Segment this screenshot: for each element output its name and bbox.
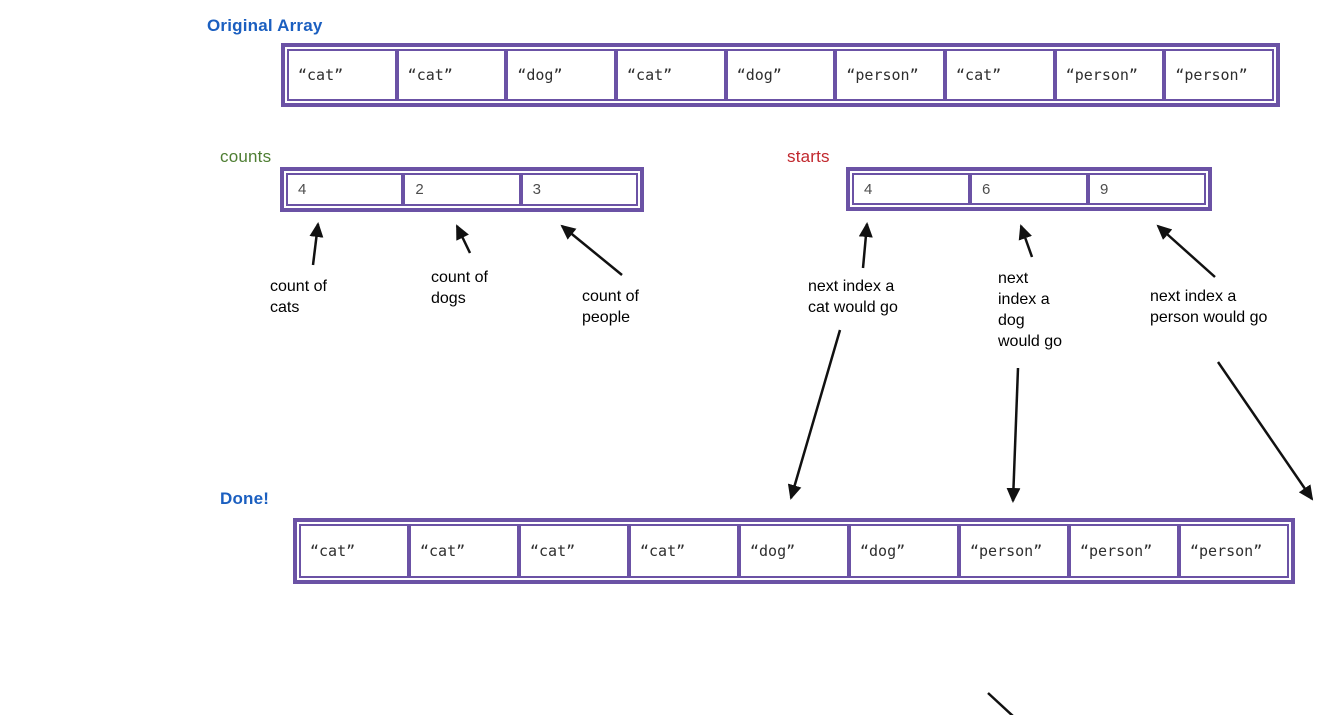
annotation-count-of-dogs: count of dogs [431,269,488,307]
cell-text: “person” [1175,66,1248,84]
cell-text: “cat” [407,66,453,84]
arrow-count-dogs [455,224,472,254]
cell-value: 2 [415,181,424,198]
cell-value: 3 [532,181,541,198]
arrow-start-cat [858,222,873,269]
done-array: “cat” “cat” “cat” “cat” “dog” “dog” “per… [293,518,1295,584]
arrow-cat-to-done [787,329,842,500]
starts-array: 4 6 9 [846,167,1212,211]
annotation-next-index-dog: next index a dog would go [998,270,1063,350]
starts-array-cell: 9 [1088,173,1206,205]
arrow-count-cats [309,222,324,266]
counts-array-cell: 3 [520,173,638,206]
arrow-dog-to-done [1006,367,1021,503]
counts-array-title: counts [220,147,272,166]
cell-text: “person” [1080,542,1153,560]
original-array-cell: “person” [835,49,946,101]
cell-text: “person” [1065,66,1138,84]
cell-value: 9 [1100,180,1109,198]
cell-value: 4 [864,180,873,198]
original-array-cell: “cat” [616,49,726,101]
cell-text: “cat” [310,542,356,560]
done-array-title: Done! [220,489,270,508]
arrow-start-person [1156,224,1216,278]
annotation-count-of-cats: count of cats [270,278,327,316]
starts-array-title: starts [787,147,830,166]
cell-text: “person” [970,542,1043,560]
done-array-cell: “dog” [739,524,849,578]
cell-text: “dog” [750,542,796,560]
starts-array-cell: 6 [970,173,1088,205]
done-array-cell: “cat” [519,524,629,578]
cell-text: “cat” [956,66,1002,84]
done-array-cell: “dog” [849,524,959,578]
done-array-cell: “cat” [629,524,739,578]
done-array-cell: “person” [959,524,1069,578]
cell-value: 4 [298,181,307,198]
annotation-count-of-people: count of people [582,288,639,326]
arrow-start-dog [1018,224,1034,258]
cell-text: “cat” [420,542,466,560]
cell-text: “cat” [530,542,576,560]
counts-array: 4 2 3 [280,167,644,212]
done-array-cell: “person” [1179,524,1289,578]
cell-text: “cat” [640,542,686,560]
done-array-cell: “person” [1069,524,1179,578]
done-array-cell: “cat” [299,524,409,578]
starts-array-cell: 4 [852,173,970,205]
original-array-cell: “cat” [287,49,397,101]
cell-text: “dog” [736,66,782,84]
original-array-cell: “person” [1054,49,1165,101]
counts-array-cell: 4 [286,173,404,206]
original-array-cell: “cat” [396,49,507,101]
original-array-cell: “dog” [506,49,617,101]
original-array-cell: “person” [1164,49,1275,101]
cell-text: “person” [846,66,919,84]
original-array-title: Original Array [207,16,323,35]
original-array-cell: “dog” [725,49,836,101]
cell-value: 6 [982,180,991,198]
annotation-next-index-cat: next index a cat would go [808,278,898,316]
arrow-count-people [560,224,623,276]
partial-line-bottom [987,692,1014,715]
arrow-person-to-done [1216,361,1314,501]
cell-text: “cat” [627,66,673,84]
cell-text: “cat” [298,66,344,84]
original-array-cell: “cat” [945,49,1055,101]
cell-text: “dog” [517,66,563,84]
annotation-next-index-person: next index a person would go [1150,288,1268,326]
cell-text: “dog” [860,542,906,560]
done-array-cell: “cat” [409,524,519,578]
counts-array-cell: 2 [403,173,521,206]
original-array: “cat” “cat” “dog” “cat” “dog” “person” “… [281,43,1280,107]
cell-text: “person” [1190,542,1263,560]
